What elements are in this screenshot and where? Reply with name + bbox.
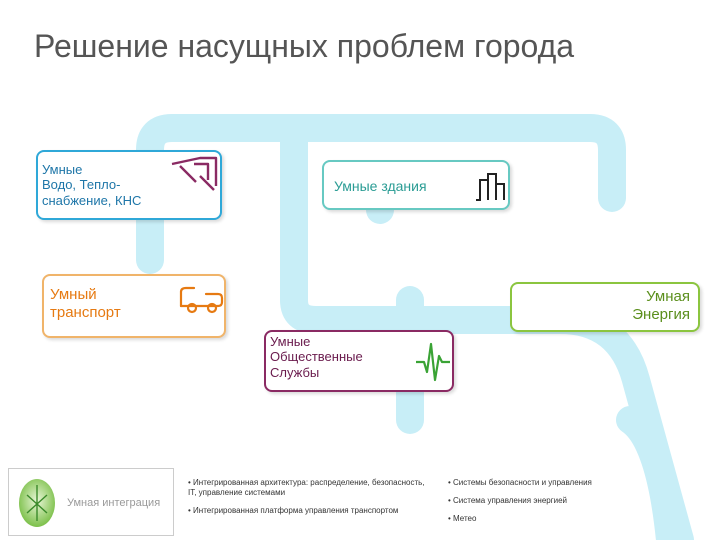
bullets-right: • Системы безопасности и управления • Си… <box>448 478 668 532</box>
integration-box[interactable]: Умная интеграция <box>8 468 174 536</box>
page-title: Решение насущных проблем города <box>34 28 575 64</box>
card-smart-services-label: Умные Общественные Службы <box>270 334 363 380</box>
bullet-left-2: • Интегрированная платформа управления т… <box>188 506 399 515</box>
integration-logo-icon <box>19 479 55 527</box>
card-smart-water-label: Умные Водо, Тепло- снабжение, КНС <box>42 162 141 208</box>
card-smart-buildings[interactable]: Умные здания <box>322 160 510 210</box>
buildings-icon <box>476 173 505 201</box>
card-smart-services[interactable]: Умные Общественные Службы <box>264 330 454 392</box>
bullet-right-1: • Системы безопасности и управления <box>448 478 592 487</box>
card-smart-energy-line1: Умная <box>646 288 690 305</box>
card-smart-transport-label: Умный транспорт <box>50 286 121 321</box>
card-smart-energy-label: Умная Энергия <box>632 288 690 323</box>
card-smart-buildings-label: Умные здания <box>334 178 427 194</box>
bullets-left: • Интегрированная архитектура: распредел… <box>188 478 428 524</box>
integration-label: Умная интеграция <box>67 497 161 509</box>
integration-strip: Умная интеграция • Интегрированная архит… <box>0 464 720 540</box>
card-smart-water-line1: Умные <box>42 162 83 177</box>
card-smart-services-line1: Умные <box>270 334 311 349</box>
card-smart-water[interactable]: Умные Водо, Тепло- снабжение, КНС <box>36 150 222 220</box>
card-smart-services-line3: Службы <box>270 364 320 380</box>
card-smart-transport-line2: транспорт <box>50 303 121 321</box>
card-smart-energy[interactable]: Умная Энергия <box>510 282 700 332</box>
bullet-left-1: • Интегрированная архитектура: распредел… <box>188 478 425 497</box>
pulse-icon <box>416 342 450 382</box>
card-smart-services-line2: Общественные <box>270 349 363 365</box>
bullet-right-2: • Система управления энергией <box>448 496 568 505</box>
faucet-icon <box>171 156 218 191</box>
card-smart-energy-line2: Энергия <box>632 305 690 323</box>
car-icon <box>179 286 224 314</box>
card-smart-water-line3: снабжение, КНС <box>42 192 142 208</box>
bullet-right-3: • Метео <box>448 514 477 523</box>
card-smart-transport-line1: Умный <box>50 286 97 303</box>
card-smart-water-line2: Водо, Тепло- <box>42 177 121 193</box>
card-smart-transport[interactable]: Умный транспорт <box>42 274 226 338</box>
